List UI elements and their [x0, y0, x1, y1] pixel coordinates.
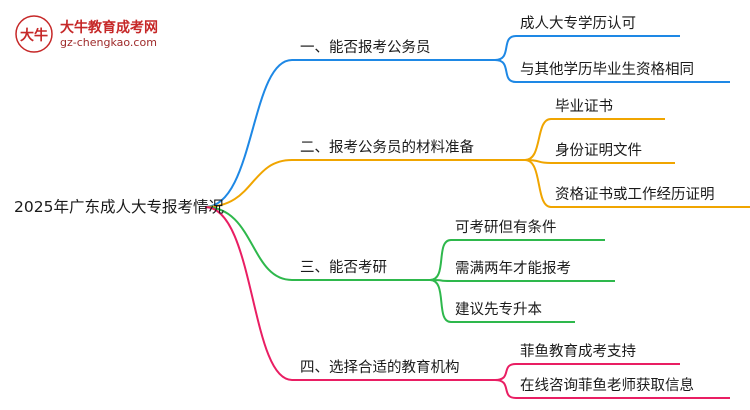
logo-mark-text: 大牛	[20, 27, 48, 44]
leaf-connector	[429, 279, 452, 323]
leaf-label: 身份证明文件	[555, 143, 642, 159]
brand-url: gz-chengkao.com	[60, 36, 157, 49]
leaf-label: 成人大专学历认可	[520, 16, 636, 32]
branch-connector	[204, 206, 293, 281]
leaf-connector	[494, 35, 517, 61]
leaf-connector	[494, 363, 517, 381]
branch-label: 四、选择合适的教育机构	[300, 360, 460, 376]
leaf-connector	[494, 379, 517, 399]
branch-label: 一、能否报考公务员	[300, 40, 431, 56]
bull-logo-icon: 大牛	[15, 15, 53, 53]
leaf-label: 菲鱼教育成考支持	[520, 344, 636, 360]
leaf-connector	[429, 239, 452, 281]
leaf-label: 与其他学历毕业生资格相同	[520, 62, 694, 78]
leaf-label: 需满两年才能报考	[455, 261, 571, 277]
brand-name: 大牛教育成考网	[60, 20, 158, 36]
brand-logo: 大牛 大牛教育成考网 gz-chengkao.com	[14, 14, 174, 54]
leaf-connector	[524, 159, 552, 208]
leaf-label: 可考研但有条件	[455, 220, 557, 236]
branch-label: 三、能否考研	[300, 260, 387, 276]
root-topic: 2025年广东成人大专报考情况	[14, 198, 224, 216]
leaf-connector	[524, 118, 552, 161]
branch-connector	[204, 206, 293, 381]
leaf-connector	[494, 59, 517, 83]
branch-label: 二、报考公务员的材料准备	[300, 140, 474, 156]
leaf-label: 资格证书或工作经历证明	[555, 187, 715, 203]
leaf-label: 毕业证书	[555, 99, 613, 115]
branch-connector	[204, 159, 293, 208]
leaf-label: 在线咨询菲鱼老师获取信息	[520, 378, 694, 394]
leaf-label: 建议先专升本	[455, 302, 542, 318]
branch-connector	[204, 59, 293, 208]
